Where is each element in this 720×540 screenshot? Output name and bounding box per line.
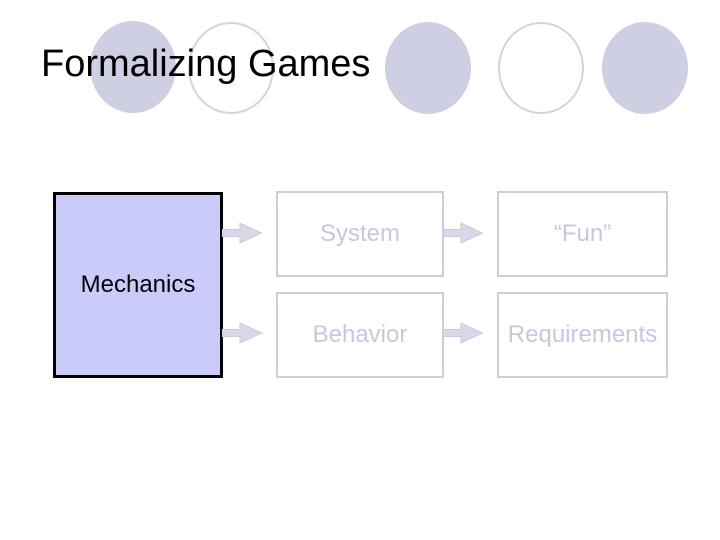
requirements-box-label: Requirements [507,321,658,348]
fun-box: “Fun” [497,191,668,277]
fun-box-label: “Fun” [553,220,612,247]
behavior-box: Behavior [276,292,444,378]
mechanics-box-label: Mechanics [80,271,196,298]
arrow-mechanics-to-system-icon [222,222,263,244]
mechanics-box: Mechanics [53,192,223,378]
arrow-behavior-to-requirements-icon [443,322,484,344]
decor-circle-filled-icon [385,22,471,114]
arrow-mechanics-to-behavior-icon [222,322,263,344]
decor-circle-filled-icon [602,22,688,114]
system-box-label: System [319,220,400,247]
system-box: System [276,191,444,277]
slide-title: Formalizing Games [41,43,371,85]
decor-circle-filled-icon [90,21,176,113]
decor-circle-outlined-icon [498,22,584,114]
behavior-box-label: Behavior [312,321,408,348]
arrow-system-to-fun-icon [443,222,484,244]
decor-circle-outlined-icon [188,22,274,114]
requirements-box: Requirements [497,292,668,378]
